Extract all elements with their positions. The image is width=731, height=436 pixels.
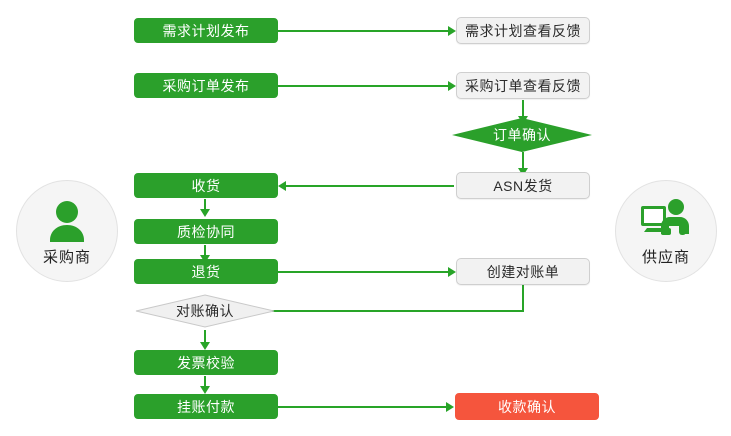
node-create-statement[interactable]: 创建对账单 — [456, 258, 590, 285]
node-payment-confirm[interactable]: 收款确认 — [455, 393, 599, 420]
actor-buyer-label: 采购商 — [42, 248, 91, 266]
node-asn-ship[interactable]: ASN发货 — [456, 172, 590, 199]
node-label: 挂账付款 — [177, 398, 235, 415]
node-label: 发票校验 — [177, 354, 235, 371]
diamond-shape — [452, 118, 592, 152]
edge-asn-to-receive — [286, 185, 454, 187]
node-label: 收款确认 — [498, 398, 556, 415]
node-order-confirm[interactable]: 订单确认 — [452, 118, 592, 152]
arrow-receive-goods — [278, 181, 286, 191]
actor-supplier[interactable]: 供应商 — [615, 180, 717, 282]
node-po-publish[interactable]: 采购订单发布 — [134, 73, 278, 98]
node-label: 需求计划查看反馈 — [465, 22, 581, 39]
arrow-quality-collab — [200, 209, 210, 217]
node-label: ASN发货 — [493, 177, 553, 194]
edge-po-view-to-order-confirm — [522, 100, 524, 118]
arrow-payment-confirm — [446, 402, 454, 412]
node-label: 退货 — [191, 263, 221, 280]
node-po-view[interactable]: 采购订单查看反馈 — [456, 72, 590, 99]
node-label: 订单确认 — [493, 127, 551, 143]
node-demand-plan-view[interactable]: 需求计划查看反馈 — [456, 17, 590, 44]
node-return-goods[interactable]: 退货 — [134, 259, 278, 284]
node-label: 需求计划发布 — [162, 22, 250, 39]
edge-demand-plan-publish-to-view — [277, 30, 449, 32]
node-demand-plan-publish[interactable]: 需求计划发布 — [134, 18, 278, 43]
arrow-invoice-check — [200, 342, 210, 350]
arrow-payable-payment — [200, 386, 210, 394]
edge-return-to-create-statement — [277, 271, 449, 273]
edge-order-confirm-to-asn — [522, 152, 524, 170]
edge-quality-to-return — [204, 245, 206, 257]
node-label: 创建对账单 — [486, 263, 560, 280]
actor-supplier-label: 供应商 — [641, 248, 690, 266]
edge-create-statement-down — [522, 285, 524, 312]
edge-po-publish-to-view — [277, 85, 449, 87]
person-at-computer-icon — [638, 196, 694, 242]
arrow-demand-plan-view — [448, 26, 456, 36]
node-quality-collab[interactable]: 质检协同 — [134, 219, 278, 244]
edge-create-statement-to-recon — [186, 310, 524, 312]
diamond-shape — [135, 294, 275, 328]
arrow-po-view — [448, 81, 456, 91]
edge-invoice-to-payable — [204, 376, 206, 388]
node-label: 采购订单发布 — [162, 77, 250, 94]
node-invoice-check[interactable]: 发票校验 — [134, 350, 278, 375]
edge-payable-to-payment-confirm — [277, 406, 447, 408]
node-recon-confirm[interactable]: 对账确认 — [135, 294, 275, 328]
person-icon — [39, 196, 95, 242]
edge-receive-to-quality — [204, 199, 206, 211]
node-label: 对账确认 — [176, 303, 234, 319]
edge-recon-to-invoice — [204, 330, 206, 344]
arrow-create-statement — [448, 267, 456, 277]
node-label: 收货 — [191, 177, 221, 194]
node-label: 采购订单查看反馈 — [465, 77, 581, 94]
actor-buyer[interactable]: 采购商 — [16, 180, 118, 282]
node-label: 质检协同 — [177, 223, 235, 240]
node-receive-goods[interactable]: 收货 — [134, 173, 278, 198]
node-payable-payment[interactable]: 挂账付款 — [134, 394, 278, 419]
